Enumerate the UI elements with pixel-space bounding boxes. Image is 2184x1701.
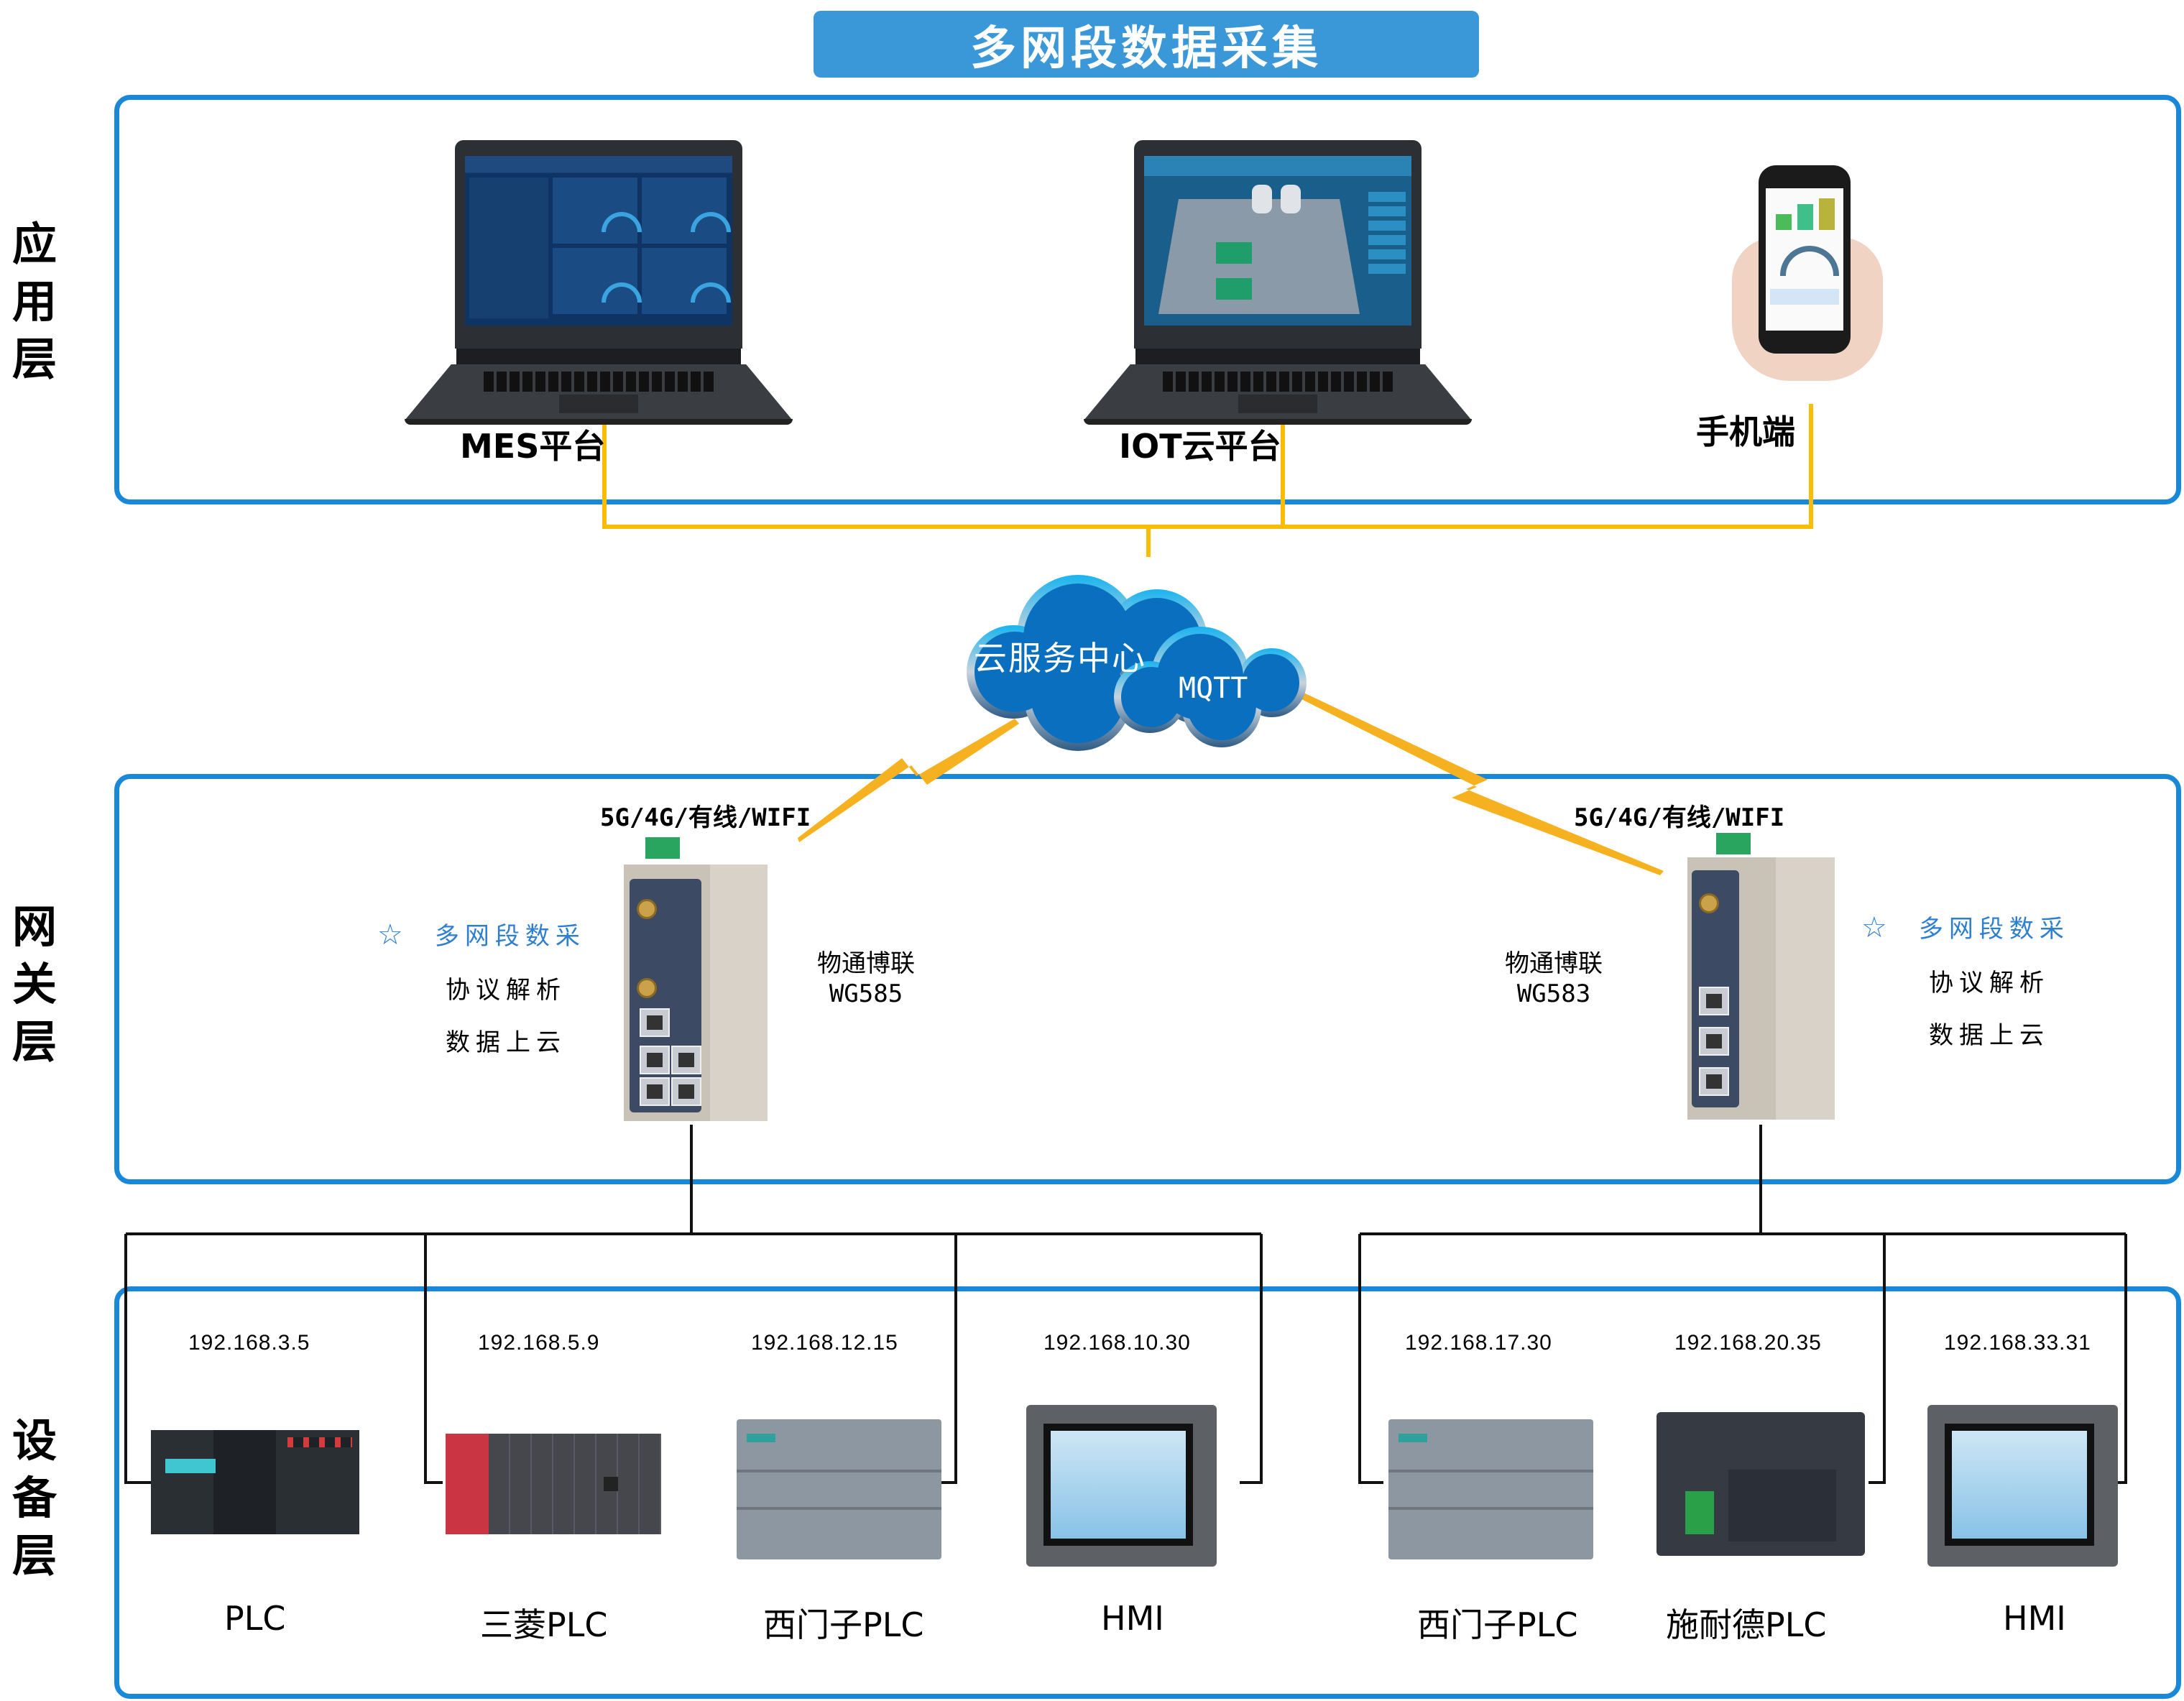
layer-label-char: 关 (11, 958, 57, 1010)
gateway-model: WG583 (1516, 979, 1591, 1008)
device-1-ip: 192.168.3.5 (188, 1331, 310, 1355)
device-4-name: HMI (1101, 1599, 1164, 1638)
device-1-name: PLC (224, 1599, 286, 1638)
gateway-brand: 物通博联 (1505, 949, 1603, 978)
cloud-service-center-label: 云服务中心 (974, 639, 1146, 678)
star-outline-icon: ☆ (377, 918, 409, 951)
device-7-ip: 192.168.33.31 (1944, 1331, 2091, 1355)
iot-laptop (1084, 140, 1472, 428)
application-layer-label: 应 用 层 (6, 216, 63, 388)
star-outline-icon: ☆ (1861, 911, 1893, 944)
lightning-right-icon (1297, 691, 1664, 875)
gateway-layer-box (114, 774, 2181, 1184)
gateway-1-name: 物通博联 WG585 (808, 949, 923, 1009)
mqtt-label: MQTT (1179, 672, 1248, 705)
device-7-name: HMI (2003, 1599, 2066, 1638)
gateway-1-feature-2: 协议解析 (446, 976, 566, 1005)
gateway-2-feature-2: 协议解析 (1929, 969, 2050, 997)
lan-port-2 (671, 1046, 701, 1074)
layer-label-char: 应 (11, 218, 57, 270)
lan-port-3 (671, 1077, 701, 1106)
device-2-ip: 192.168.5.9 (478, 1331, 600, 1355)
wan-port (640, 1008, 670, 1037)
lightning-left-icon (798, 719, 1019, 842)
siemens-plc-image (737, 1419, 941, 1559)
gateway-brand: 物通博联 (817, 949, 915, 978)
layer-label-char: 层 (11, 1529, 57, 1582)
device-4-ip: 192.168.10.30 (1043, 1331, 1191, 1355)
wlan-antenna-connector-icon (637, 978, 657, 998)
mitsubishi-plc-image (446, 1434, 661, 1534)
siemens-plc-image (1388, 1419, 1593, 1559)
gateway-layer-label: 网 关 层 (6, 898, 63, 1071)
wan-port (1699, 987, 1729, 1015)
iot-3d-plant-screen (1144, 156, 1411, 326)
gateway-model: WG585 (829, 979, 903, 1008)
layer-label-char: 用 (11, 275, 57, 328)
feature-text: 多网段数采 (1918, 915, 2070, 944)
gateway-2-feature-1: ☆ 多网段数采 (1861, 909, 2070, 944)
layer-label-char: 备 (11, 1472, 57, 1524)
gateway-2-connectivity: 5G/4G/有线/WIFI (1574, 803, 1785, 832)
gateway-1-feature-1: ☆ 多网段数采 (377, 916, 586, 951)
device-3-name: 西门子PLC (763, 1605, 924, 1644)
device-6-ip: 192.168.20.35 (1674, 1331, 1822, 1355)
laptop-lid (455, 140, 742, 349)
cloud-service-center (967, 575, 1307, 751)
lan-port-1 (640, 1046, 670, 1074)
smartphone (1759, 165, 1851, 354)
gateway-wg585-device (624, 837, 768, 1121)
device-layer-label: 设 备 层 (6, 1412, 63, 1585)
schneider-plc-image (1657, 1412, 1865, 1556)
layer-label-char: 层 (11, 333, 57, 385)
antenna-connector-icon (1699, 893, 1719, 913)
application-layer-box (114, 95, 2181, 504)
layer-label-char: 设 (11, 1414, 57, 1467)
mes-platform-label: MES平台 (460, 427, 606, 466)
layer-label-char: 层 (11, 1015, 57, 1068)
generic-plc-image (151, 1430, 359, 1534)
device-3-ip: 192.168.12.15 (751, 1331, 898, 1355)
cloud-icon (967, 575, 1307, 751)
antenna-connector-icon (637, 899, 657, 919)
device-bus-lines (124, 1125, 2127, 1484)
device-6-name: 施耐德PLC (1666, 1605, 1827, 1644)
app-yellow-connectors (602, 404, 1813, 557)
mes-dashboard-screen (465, 156, 732, 326)
laptop-lid (1134, 140, 1422, 349)
gateway-2-feature-3: 数据上云 (1929, 1021, 2050, 1050)
phone-screen (1766, 188, 1843, 331)
lan-port-4 (640, 1077, 670, 1106)
device-5-name: 西门子PLC (1417, 1605, 1578, 1644)
terminal-block (645, 837, 680, 859)
device-layer-box (114, 1286, 2181, 1699)
gateway-1-connectivity: 5G/4G/有线/WIFI (600, 803, 811, 832)
iot-cloud-platform-label: IOT云平台 (1119, 427, 1281, 466)
feature-text: 多网段数采 (434, 922, 586, 951)
lan-port-2 (1699, 1067, 1729, 1096)
mobile-client-label: 手机端 (1696, 412, 1795, 451)
layer-label-char: 网 (11, 900, 57, 953)
diagram-title: 多网段数据采集 (814, 11, 1479, 78)
terminal-block (1716, 833, 1751, 854)
gateway-1-feature-3: 数据上云 (446, 1028, 566, 1057)
device-2-name: 三菱PLC (480, 1605, 608, 1644)
device-5-ip: 192.168.17.30 (1405, 1331, 1552, 1355)
mes-laptop (405, 140, 793, 428)
gateway-wg583-device (1687, 833, 1835, 1120)
lan-port-1 (1699, 1027, 1729, 1056)
gateway-2-name: 物通博联 WG583 (1496, 949, 1611, 1009)
hmi-touchscreen-image (1026, 1405, 1217, 1567)
hmi-touchscreen-image (1927, 1405, 2118, 1567)
